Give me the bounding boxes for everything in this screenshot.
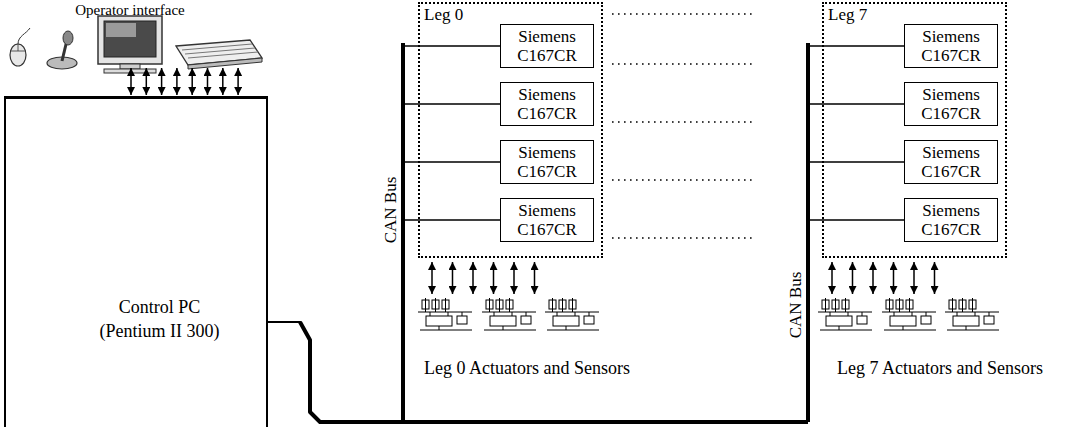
double-arrow xyxy=(893,262,895,294)
can-bus-connector xyxy=(268,220,500,422)
double-arrow xyxy=(934,262,936,294)
double-arrow xyxy=(130,68,132,95)
can-bus-connector xyxy=(268,162,904,422)
actuator-sensor-symbol xyxy=(882,298,936,330)
microcontroller-box: Siemens C167CR xyxy=(500,198,594,242)
double-arrow xyxy=(472,262,474,294)
io-label: Leg 0 Actuators and Sensors xyxy=(424,358,630,378)
actuator-sensor-symbol xyxy=(418,298,472,330)
box-label: Control PC (Pentium II 300) xyxy=(97,295,222,343)
bus-label: CAN Bus xyxy=(786,272,806,339)
microcontroller-box: Siemens C167CR xyxy=(904,140,998,184)
box-label: Siemens C167CR xyxy=(908,143,994,181)
interface-label: Operator interface xyxy=(75,0,185,20)
box-label: Siemens C167CR xyxy=(504,85,590,123)
box-label: Siemens C167CR xyxy=(504,143,590,181)
box-label: Siemens C167CR xyxy=(908,201,994,239)
io-label: Leg 7 Actuators and Sensors xyxy=(837,358,1043,378)
double-arrow xyxy=(831,262,833,294)
mouse-icon xyxy=(10,28,30,66)
double-arrow xyxy=(176,68,178,95)
microcontroller-box: Siemens C167CR xyxy=(904,198,998,242)
arrow-and-actuator-group xyxy=(131,68,999,330)
double-arrow xyxy=(534,262,536,294)
double-arrow xyxy=(161,68,163,95)
actuator-sensor-symbol xyxy=(482,298,536,330)
joystick-icon xyxy=(47,31,77,69)
double-arrow xyxy=(913,262,915,294)
actuator-sensor-symbol xyxy=(818,298,872,330)
leg-group-box: Leg 0 Siemens C167CR Siemens C167CR Siemens… xyxy=(418,2,603,258)
microcontroller-box: Siemens C167CR xyxy=(500,82,594,126)
microcontroller-box: Siemens C167CR xyxy=(500,24,594,68)
double-arrow xyxy=(513,262,515,294)
box-label: Siemens C167CR xyxy=(504,201,590,239)
double-arrow xyxy=(431,262,433,294)
box-label: Siemens C167CR xyxy=(908,85,994,123)
leg-group-box: Leg 7 Siemens C167CR Siemens C167CR Siemens… xyxy=(822,2,1007,258)
double-arrow xyxy=(872,262,874,294)
can-bus-connector xyxy=(268,162,500,422)
double-arrow xyxy=(222,68,224,95)
box-label: Siemens C167CR xyxy=(908,27,994,65)
microcontroller-box: Siemens C167CR xyxy=(904,82,998,126)
can-bus-trunk xyxy=(300,43,808,422)
can-bus-connector xyxy=(268,46,904,422)
double-arrow xyxy=(452,262,454,294)
control-pc-box: Control PC (Pentium II 300) xyxy=(4,96,268,427)
double-arrow xyxy=(146,68,148,95)
continuation-dots xyxy=(612,14,752,238)
bus-label: CAN Bus xyxy=(381,177,401,244)
microcontroller-box: Siemens C167CR xyxy=(904,24,998,68)
microcontroller-box: Siemens C167CR xyxy=(500,140,594,184)
actuator-sensor-symbol xyxy=(545,298,599,330)
box-label: Siemens C167CR xyxy=(504,27,590,65)
double-arrow xyxy=(493,262,495,294)
double-arrow xyxy=(852,262,854,294)
can-bus-connector xyxy=(268,220,904,422)
group-heading: Leg 0 xyxy=(424,5,463,25)
double-arrow xyxy=(207,68,209,95)
monitor-icon xyxy=(98,16,162,73)
double-arrow xyxy=(191,68,193,95)
group-heading: Leg 7 xyxy=(828,5,867,25)
keyboard-icon xyxy=(176,40,262,69)
double-arrow xyxy=(237,68,239,95)
can-bus-connector xyxy=(268,104,904,422)
actuator-sensor-symbol xyxy=(945,298,999,330)
